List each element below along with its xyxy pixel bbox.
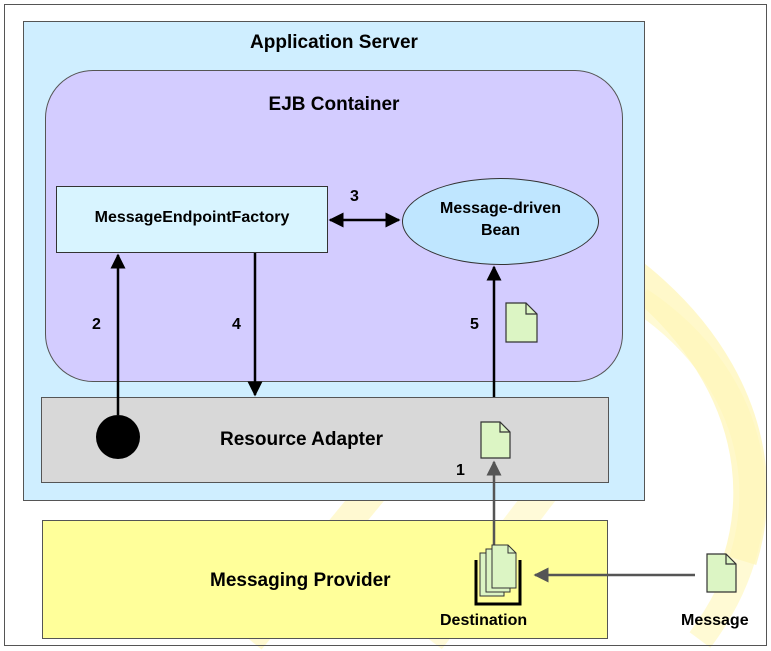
resource-adapter-label: Resource Adapter bbox=[220, 429, 383, 450]
outer-frame bbox=[4, 4, 767, 646]
document-icon bbox=[706, 553, 737, 593]
endpoint-connector-dot bbox=[96, 415, 140, 459]
message-driven-bean-label-line2: Bean bbox=[480, 222, 521, 239]
step-label-4: 4 bbox=[232, 316, 241, 333]
message-endpoint-factory-label: MessageEndpointFactory bbox=[94, 209, 290, 226]
step-label-2: 2 bbox=[92, 316, 101, 333]
step-label-3: 3 bbox=[350, 188, 359, 205]
message-label: Message bbox=[681, 612, 749, 629]
ejb-container-label: EJB Container bbox=[268, 94, 400, 115]
step-label-1: 1 bbox=[456, 462, 465, 479]
destination-label: Destination bbox=[440, 612, 528, 629]
message-endpoint-factory-box bbox=[56, 186, 328, 253]
message-driven-bean-ellipse bbox=[402, 178, 599, 265]
messaging-provider-label: Messaging Provider bbox=[210, 570, 391, 591]
application-server-label: Application Server bbox=[250, 32, 418, 53]
message-driven-bean-label-line1: Message-driven bbox=[440, 200, 561, 217]
document-icon bbox=[505, 302, 538, 343]
document-icon bbox=[480, 421, 511, 459]
destination-queue-icon bbox=[474, 544, 522, 606]
step-label-5: 5 bbox=[470, 316, 479, 333]
